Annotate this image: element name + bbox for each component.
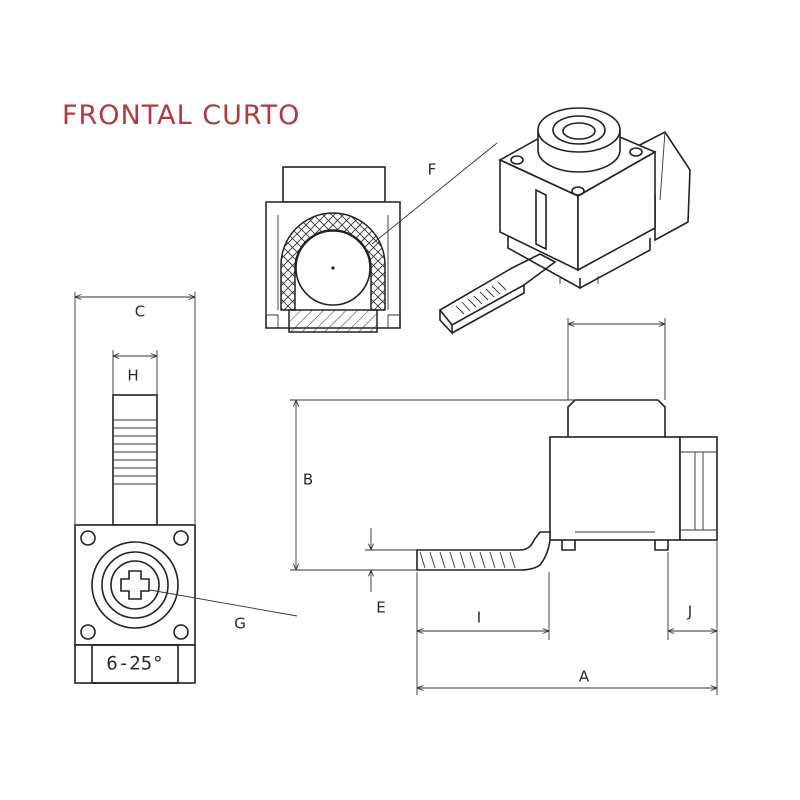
side-body: [549, 436, 681, 541]
front-view: 6-25°: [74, 394, 196, 684]
stamp-text: 6-25°: [106, 653, 163, 675]
section-center-dot: [331, 266, 335, 270]
side-tab: [416, 531, 551, 571]
side-view: [416, 399, 718, 571]
leader-f: [371, 142, 498, 245]
front-screw-cross: [120, 570, 150, 600]
front-screw: [110, 560, 160, 610]
label-j: J: [687, 603, 692, 621]
front-hole-1: [80, 530, 96, 546]
leader-g: [149, 589, 298, 617]
label-b: B: [303, 471, 313, 489]
side-top-cap: [567, 399, 666, 437]
iso-hole-2: [571, 186, 585, 196]
iso-hole-1: [510, 155, 524, 165]
label-g: G: [234, 615, 246, 633]
iso-slot: [535, 188, 547, 251]
iso-right-face: [577, 150, 656, 272]
iso-tab-ribs: [455, 281, 507, 315]
diagram-title: FRONTAL CURTO: [62, 100, 301, 131]
label-e: E: [376, 599, 385, 617]
label-a: A: [579, 668, 590, 686]
isometric-view: [438, 107, 691, 336]
section-top-cap: [282, 166, 386, 203]
section-insulation-hatch: [280, 212, 386, 311]
label-h: H: [127, 367, 138, 385]
iso-hole-3: [629, 147, 643, 157]
front-boss-outer: [91, 541, 179, 629]
cross-section-view: [265, 166, 401, 333]
label-i: I: [477, 609, 481, 627]
label-f: F: [428, 161, 437, 179]
front-tab-ribs: [113, 419, 157, 485]
side-tab-ribs: [419, 551, 516, 569]
section-base-hatch: [288, 309, 378, 333]
label-c: C: [135, 303, 145, 321]
front-hole-4: [173, 624, 189, 640]
side-back-block: [679, 436, 718, 541]
front-hole-3: [80, 624, 96, 640]
front-hole-2: [173, 530, 189, 546]
